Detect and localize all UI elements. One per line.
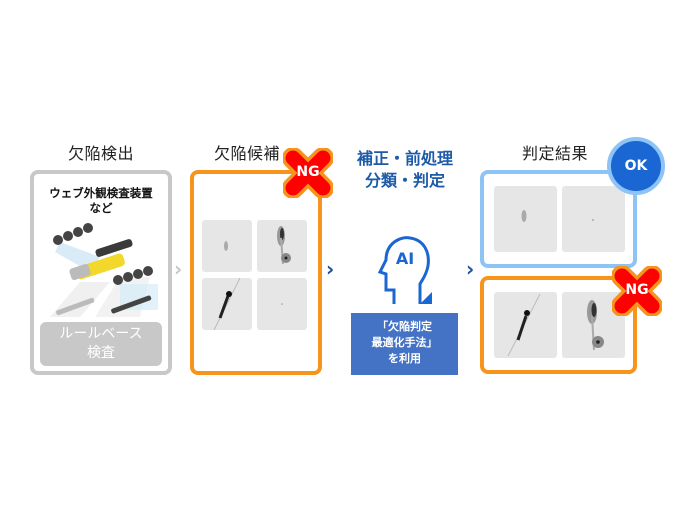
ng-cross-icon xyxy=(283,148,333,198)
defect-tile-small-spot xyxy=(494,186,557,252)
arrow-right-icon: › xyxy=(174,257,183,281)
defect-tile-tiny-dot xyxy=(562,186,625,252)
ok-badge: OK xyxy=(607,137,665,195)
rule-based-inspection-label: ルールベース 検査 xyxy=(40,322,162,366)
ai-head-icon: AI xyxy=(377,236,432,304)
defect-tile-diagonal-scratch xyxy=(494,292,557,358)
inspection-machine-illustration xyxy=(50,223,158,317)
ai-method-box: 「欠陥判定 最適化手法」 を利用 xyxy=(351,313,458,375)
ng-cross-icon xyxy=(612,266,662,316)
heading-detection: 欠陥検出 xyxy=(67,144,134,163)
arrow-right-icon: › xyxy=(326,257,335,281)
heading-candidates: 欠陥候補 xyxy=(213,144,280,163)
defect-tile-diagonal-scratch xyxy=(202,278,252,330)
panel-detection: ウェブ外観検査装置 など ルールベース 検査 xyxy=(30,170,172,375)
svg-text:AI: AI xyxy=(396,249,414,268)
defect-tile-small-spot xyxy=(202,220,252,272)
device-label: ウェブ外観検査装置 など xyxy=(49,186,153,215)
ng-badge-results: NG xyxy=(612,266,662,316)
panel-results-ok xyxy=(480,170,637,268)
heading-results: 判定結果 xyxy=(521,144,588,163)
defect-tile-tiny-dot xyxy=(257,278,307,330)
ng-badge-candidates: NG xyxy=(283,148,333,198)
panel-results-ng xyxy=(480,276,637,374)
panel-candidates xyxy=(190,170,322,375)
defect-tile-streak-with-blob xyxy=(257,220,307,272)
arrow-right-icon: › xyxy=(466,257,475,281)
processing-title: 補正・前処理 分類・判定 xyxy=(356,149,453,190)
